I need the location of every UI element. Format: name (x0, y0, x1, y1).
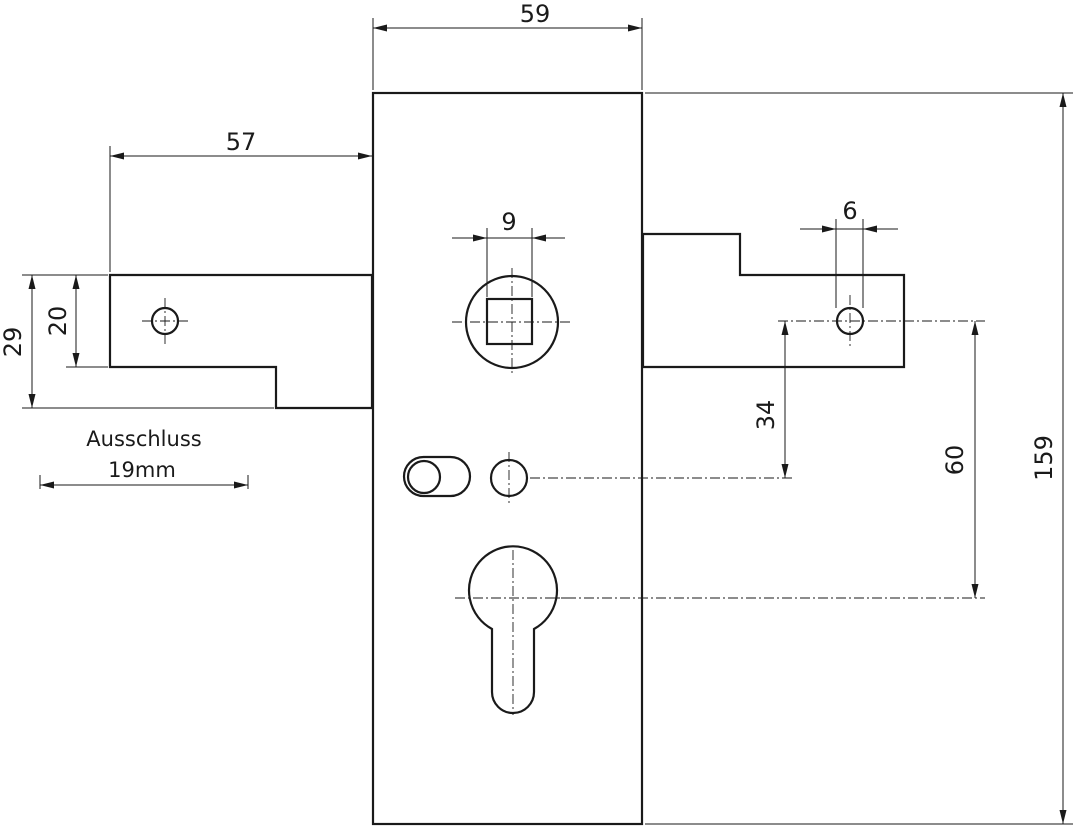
dim-distance-34-label: 34 (752, 400, 780, 431)
main-plate (371, 91, 644, 826)
dim-left-bar-total-height: 29 (0, 274, 274, 409)
dim-left-bar-total-height-label: 29 (0, 327, 27, 358)
dim-plate-width-label: 59 (520, 0, 551, 28)
dim-left-bar-height: 20 (44, 274, 108, 368)
dim-distance-60: 60 (941, 321, 979, 598)
backset-note: Ausschluss 19mm (39, 427, 249, 489)
right-latch-bar (641, 232, 906, 369)
left-latch-bar (108, 273, 374, 410)
backset-note-label: Ausschluss (86, 427, 201, 451)
dim-left-bar-height-label: 20 (44, 306, 72, 337)
dim-right-hole-label: 6 (842, 197, 857, 225)
dim-left-bar-length-label: 57 (226, 128, 257, 156)
oval-slot-knob (406, 459, 442, 495)
dim-plate-height-label: 159 (1030, 435, 1058, 481)
dim-distance-34: 34 (752, 321, 789, 478)
dim-spindle-square-label: 9 (501, 208, 516, 236)
dim-distance-60-label: 60 (941, 445, 969, 476)
dim-plate-height: 159 (645, 92, 1073, 825)
dim-left-bar-length: 57 (109, 128, 372, 272)
dim-spindle-square: 9 (452, 208, 565, 297)
spindle-square (485, 297, 534, 346)
backset-note-value: 19mm (108, 458, 176, 482)
dim-plate-width: 59 (372, 0, 643, 90)
dim-right-hole: 6 (800, 197, 898, 308)
